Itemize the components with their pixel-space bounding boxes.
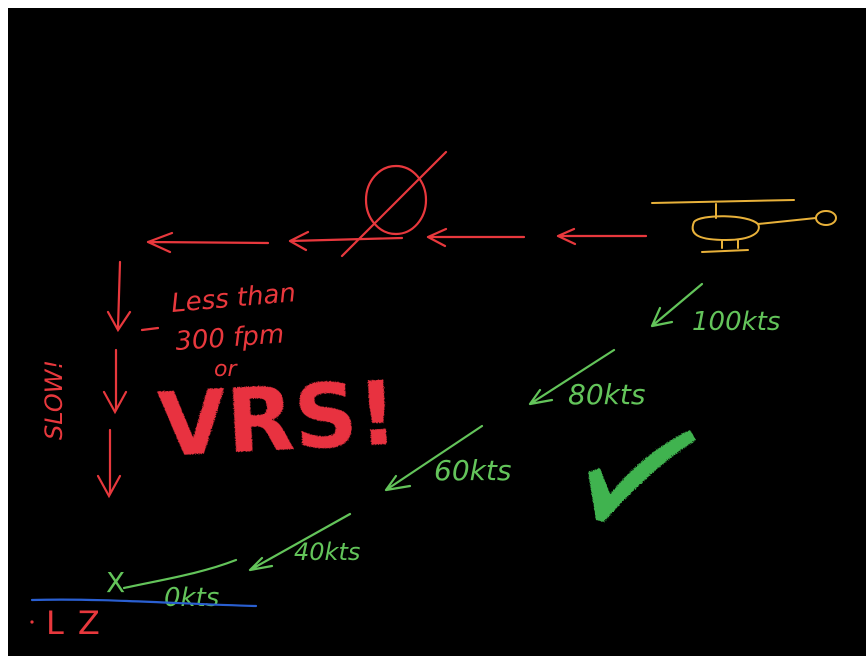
speed-100-label: 100kts bbox=[692, 307, 780, 337]
less-than-label: Less than bbox=[170, 278, 297, 319]
drawing-board: Less than 300 fpm or VRS! SLOW! 100kts 8… bbox=[8, 8, 866, 656]
horizontal-approach-path bbox=[148, 229, 646, 252]
main-rotor bbox=[652, 200, 794, 203]
rate-label: 300 fpm bbox=[174, 319, 285, 357]
descent-arrow-2 bbox=[104, 350, 126, 412]
lz-dot bbox=[30, 620, 33, 623]
skid-struts bbox=[722, 240, 738, 248]
null-symbol bbox=[342, 152, 446, 256]
landing-x-mark: X bbox=[106, 566, 125, 599]
speed-80-label: 80kts bbox=[568, 378, 645, 411]
skids bbox=[702, 250, 748, 252]
speed-40-label: 40kts bbox=[294, 538, 360, 566]
descent-arrow-1 bbox=[108, 262, 130, 330]
vertical-descent-path bbox=[98, 262, 158, 496]
fuselage bbox=[693, 216, 759, 240]
descent-arrow-3 bbox=[98, 430, 120, 496]
path-arrow-3 bbox=[428, 229, 524, 246]
red-annotations: Less than 300 fpm or VRS! SLOW! bbox=[40, 278, 400, 477]
path-arrow-4 bbox=[558, 229, 646, 244]
tail-boom bbox=[758, 218, 816, 224]
speed-60-label: 60kts bbox=[434, 454, 511, 487]
vrs-label: VRS! bbox=[156, 362, 400, 477]
dash-mark bbox=[142, 328, 158, 330]
path-arrow-1 bbox=[148, 233, 268, 252]
tail-rotor bbox=[816, 211, 836, 225]
speed-0-label: 0kts bbox=[164, 583, 219, 613]
sketch-canvas: Less than 300 fpm or VRS! SLOW! 100kts 8… bbox=[8, 8, 866, 656]
helicopter-icon bbox=[652, 200, 836, 252]
slow-label: SLOW! bbox=[40, 360, 68, 440]
checkmark-icon bbox=[588, 430, 696, 522]
path-arrow-2 bbox=[290, 232, 402, 250]
lz-label: LZ bbox=[46, 604, 114, 642]
